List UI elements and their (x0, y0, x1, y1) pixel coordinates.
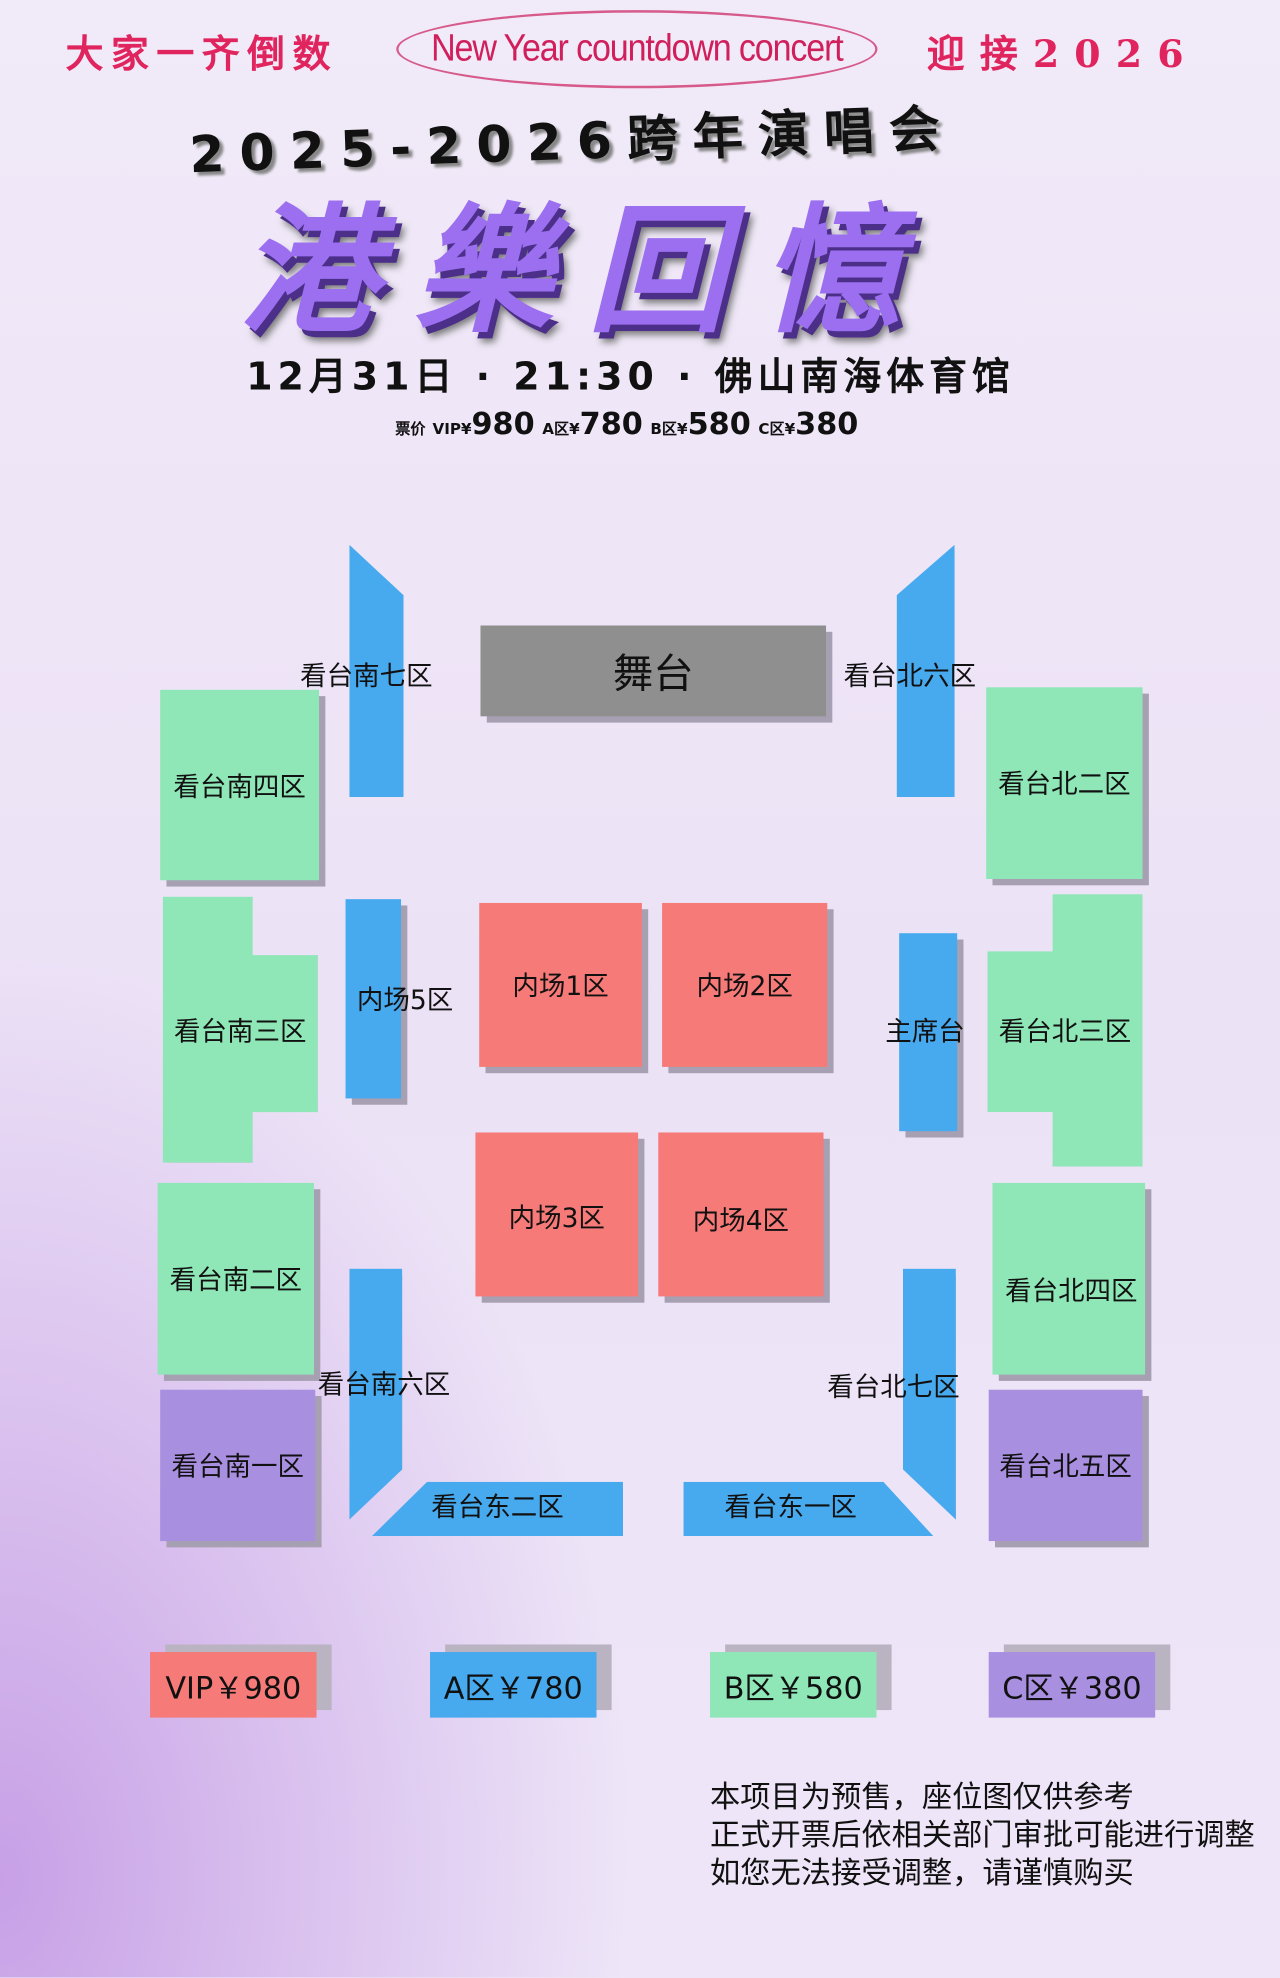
section-east2[interactable]: 看台东二区 (372, 1481, 623, 1537)
header-left: 大家一齐倒数 (65, 32, 338, 77)
b-label: B区¥ (650, 419, 688, 438)
label-north7: 看台北七区 (827, 1372, 960, 1403)
legend-b: B区￥580 (709, 1652, 877, 1718)
main-title: 港樂回憶 (239, 189, 936, 352)
vip-label: VIP¥ (432, 419, 472, 438)
section-south7[interactable] (349, 544, 404, 798)
vip-price: 980 (471, 406, 535, 442)
label-inner5: 内场5区 (356, 984, 454, 1016)
section-south1[interactable]: 看台南一区 (160, 1389, 316, 1542)
section-inner4[interactable]: 内场4区 (658, 1132, 824, 1297)
stage-block: 舞台 (480, 625, 827, 717)
section-north2[interactable]: 看台北二区 (986, 687, 1143, 879)
legend-vip: VIP￥980 (150, 1652, 317, 1718)
label-north6: 看台北六区 (843, 660, 977, 692)
section-vip-stand[interactable] (899, 933, 958, 1132)
note-line: 如您无法接受调整，请谨慎购买 (709, 1855, 1134, 1891)
note-line: 本项目为预售，座位图仅供参考 (709, 1779, 1134, 1815)
section-inner5[interactable] (345, 899, 402, 1099)
section-south4[interactable]: 看台南四区 (160, 689, 320, 881)
subtitle: 2025-2026跨年演唱会 (188, 100, 956, 185)
section-inner1[interactable]: 内场1区 (479, 902, 642, 1067)
section-east1[interactable]: 看台东一区 (683, 1481, 934, 1537)
section-north5[interactable]: 看台北五区 (988, 1389, 1143, 1542)
note-line: 正式开票后依相关部门审批可能进行调整 (709, 1817, 1255, 1853)
section-inner3[interactable]: 内场3区 (475, 1132, 639, 1297)
a-label: A区¥ (542, 419, 580, 438)
section-south3[interactable]: 看台南三区 (162, 896, 318, 1163)
event-info: 12月31日 · 21:30 · 佛山南海体育馆 (246, 355, 1015, 400)
price-label: 票价 (395, 419, 426, 438)
section-north3[interactable]: 看台北三区 (987, 894, 1143, 1167)
label-north4: 看台北四区 (1005, 1276, 1138, 1307)
a-price: 780 (579, 406, 643, 442)
section-inner2[interactable]: 内场2区 (662, 902, 828, 1067)
disclaimer: 本项目为预售，座位图仅供参考 正式开票后依相关部门审批可能进行调整 如您无法接受… (710, 1778, 1255, 1891)
price-line: 票价 VIP¥980 A区¥780 B区¥580 C区¥380 (0, 406, 1261, 441)
label-south6: 看台南六区 (317, 1369, 451, 1400)
section-north4[interactable] (992, 1182, 1146, 1375)
label-south7: 看台南七区 (300, 660, 433, 692)
section-south2[interactable]: 看台南二区 (157, 1182, 315, 1375)
legend-a: A区￥780 (430, 1652, 597, 1718)
label-vip-stand: 主席台 (885, 1016, 965, 1047)
c-price: 380 (795, 406, 859, 442)
section-north6[interactable] (896, 544, 955, 798)
header-oval: New Year countdown concert (396, 10, 878, 89)
c-label: C区¥ (758, 419, 796, 438)
header-right: 迎接2026 (926, 32, 1199, 77)
legend-c: C区￥380 (988, 1652, 1156, 1718)
b-price: 580 (687, 406, 751, 442)
